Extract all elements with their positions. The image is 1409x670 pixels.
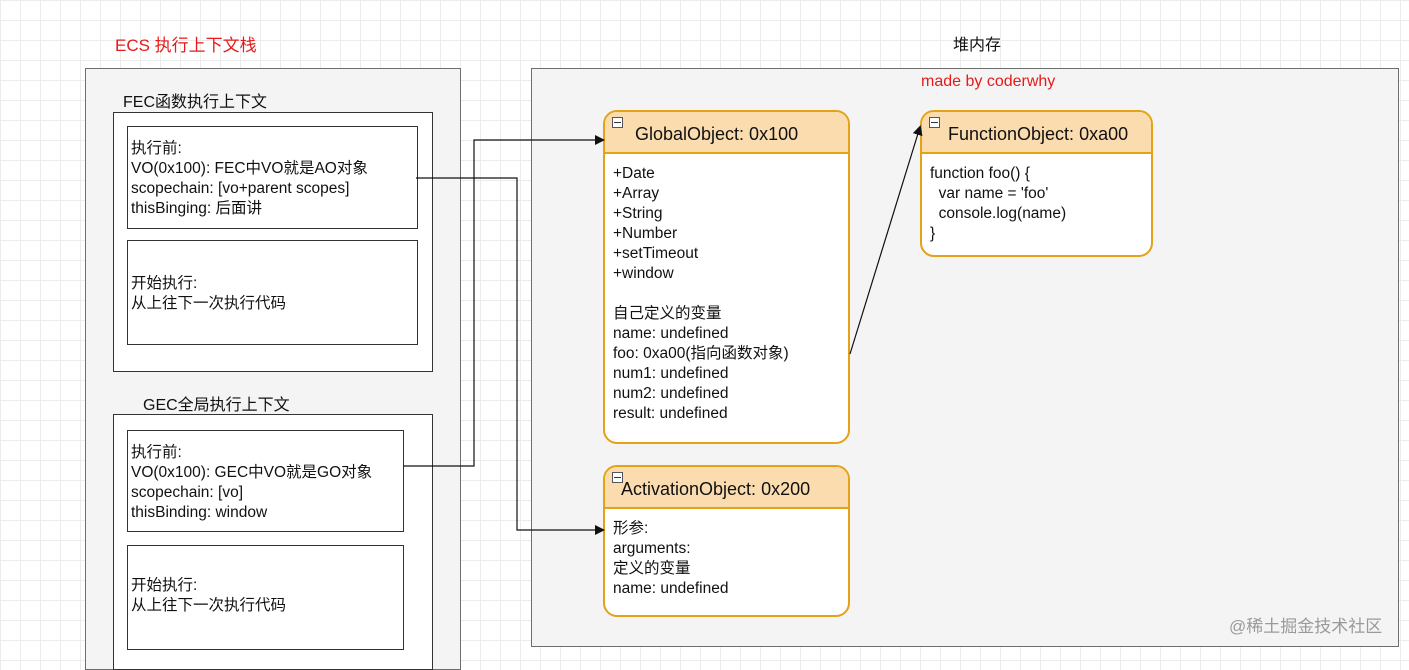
global-object-line: +window bbox=[613, 265, 674, 282]
global-object-header: GlobalObject: 0x100 bbox=[605, 112, 848, 154]
gec-before-box: 执行前: VO(0x100): GEC中VO就是GO对象 scopechain:… bbox=[127, 430, 404, 532]
function-object-title: FunctionObject: 0xa00 bbox=[948, 124, 1129, 144]
function-object-line: var name = 'foo' bbox=[930, 185, 1049, 202]
global-object-line: +Date bbox=[613, 165, 655, 182]
ecs-stack-title: ECS 执行上下文栈 bbox=[115, 36, 257, 55]
collapse-icon[interactable] bbox=[929, 117, 940, 128]
activation-object-header: ActivationObject: 0x200 bbox=[605, 467, 848, 509]
gec-title: GEC全局执行上下文 bbox=[143, 397, 290, 414]
global-object-body: +Date +Array +String +Number +setTimeout… bbox=[613, 164, 789, 424]
fec-exec-text: 开始执行: 从上往下一次执行代码 bbox=[131, 274, 286, 314]
fec-before-line: VO(0x100): FEC中VO就是AO对象 bbox=[131, 160, 368, 177]
activation-object-line: 定义的变量 bbox=[613, 560, 691, 577]
global-object-line: +Number bbox=[613, 225, 678, 242]
connector-arrows bbox=[403, 125, 923, 535]
global-object-line: num1: undefined bbox=[613, 365, 729, 382]
global-object-line: result: undefined bbox=[613, 405, 728, 422]
fec-before-text: 执行前: VO(0x100): FEC中VO就是AO对象 scopechain:… bbox=[131, 139, 368, 219]
global-object-card: GlobalObject: 0x100 +Date +Array +String… bbox=[603, 110, 850, 444]
function-object-line: } bbox=[930, 225, 936, 242]
function-object-line: console.log(name) bbox=[930, 205, 1067, 222]
activation-object-body: 形参: arguments: 定义的变量 name: undefined bbox=[613, 519, 728, 599]
fec-exec-box: 开始执行: 从上往下一次执行代码 bbox=[127, 240, 418, 345]
global-object-line: foo: 0xa00(指向函数对象) bbox=[613, 345, 789, 362]
fec-title: FEC函数执行上下文 bbox=[123, 94, 268, 111]
collapse-icon[interactable] bbox=[612, 472, 623, 483]
global-object-line: +String bbox=[613, 205, 663, 222]
global-object-line: +setTimeout bbox=[613, 245, 699, 262]
gec-before-line: scopechain: [vo] bbox=[131, 484, 244, 501]
gec-before-line: 执行前: bbox=[131, 444, 182, 461]
function-object-line: function foo() { bbox=[930, 165, 1030, 182]
fec-before-line: 执行前: bbox=[131, 140, 182, 157]
heap-title: 堆内存 bbox=[953, 37, 1002, 54]
fec-before-line: thisBinging: 后面讲 bbox=[131, 200, 262, 217]
credit-text: made by coderwhy bbox=[921, 73, 1056, 90]
function-object-header: FunctionObject: 0xa00 bbox=[922, 112, 1151, 154]
gec-exec-box: 开始执行: 从上往下一次执行代码 bbox=[127, 545, 404, 650]
foo-to-function-arrow bbox=[849, 125, 923, 355]
fec-before-box: 执行前: VO(0x100): FEC中VO就是AO对象 scopechain:… bbox=[127, 126, 418, 229]
activation-object-card: ActivationObject: 0x200 形参: arguments: 定… bbox=[603, 465, 850, 617]
gec-to-global-arrow bbox=[403, 135, 605, 467]
watermark: @稀土掘金技术社区 bbox=[1229, 617, 1383, 636]
function-object-card: FunctionObject: 0xa00 function foo() { v… bbox=[920, 110, 1153, 257]
activation-object-line: name: undefined bbox=[613, 580, 729, 597]
gec-before-line: VO(0x100): GEC中VO就是GO对象 bbox=[131, 464, 373, 481]
global-object-line: +Array bbox=[613, 185, 660, 202]
global-object-line: 自己定义的变量 bbox=[613, 305, 722, 322]
gec-exec-line: 从上往下一次执行代码 bbox=[131, 597, 287, 614]
gec-exec-text: 开始执行: 从上往下一次执行代码 bbox=[131, 576, 286, 616]
gec-exec-line: 开始执行: bbox=[131, 577, 198, 594]
global-object-line: name: undefined bbox=[613, 325, 729, 342]
global-object-line: num2: undefined bbox=[613, 385, 729, 402]
activation-object-title: ActivationObject: 0x200 bbox=[621, 479, 811, 499]
gec-before-text: 执行前: VO(0x100): GEC中VO就是GO对象 scopechain:… bbox=[131, 443, 372, 523]
fec-exec-line: 开始执行: bbox=[131, 275, 198, 292]
fec-before-line: scopechain: [vo+parent scopes] bbox=[131, 180, 350, 197]
function-object-body: function foo() { var name = 'foo' consol… bbox=[930, 164, 1066, 244]
global-object-title: GlobalObject: 0x100 bbox=[635, 124, 799, 144]
fec-exec-line: 从上往下一次执行代码 bbox=[131, 295, 287, 312]
collapse-icon[interactable] bbox=[612, 117, 623, 128]
activation-object-line: arguments: bbox=[613, 540, 691, 557]
fec-to-activation-arrow bbox=[416, 177, 605, 535]
activation-object-line: 形参: bbox=[613, 520, 649, 537]
gec-before-line: thisBinding: window bbox=[131, 504, 268, 521]
